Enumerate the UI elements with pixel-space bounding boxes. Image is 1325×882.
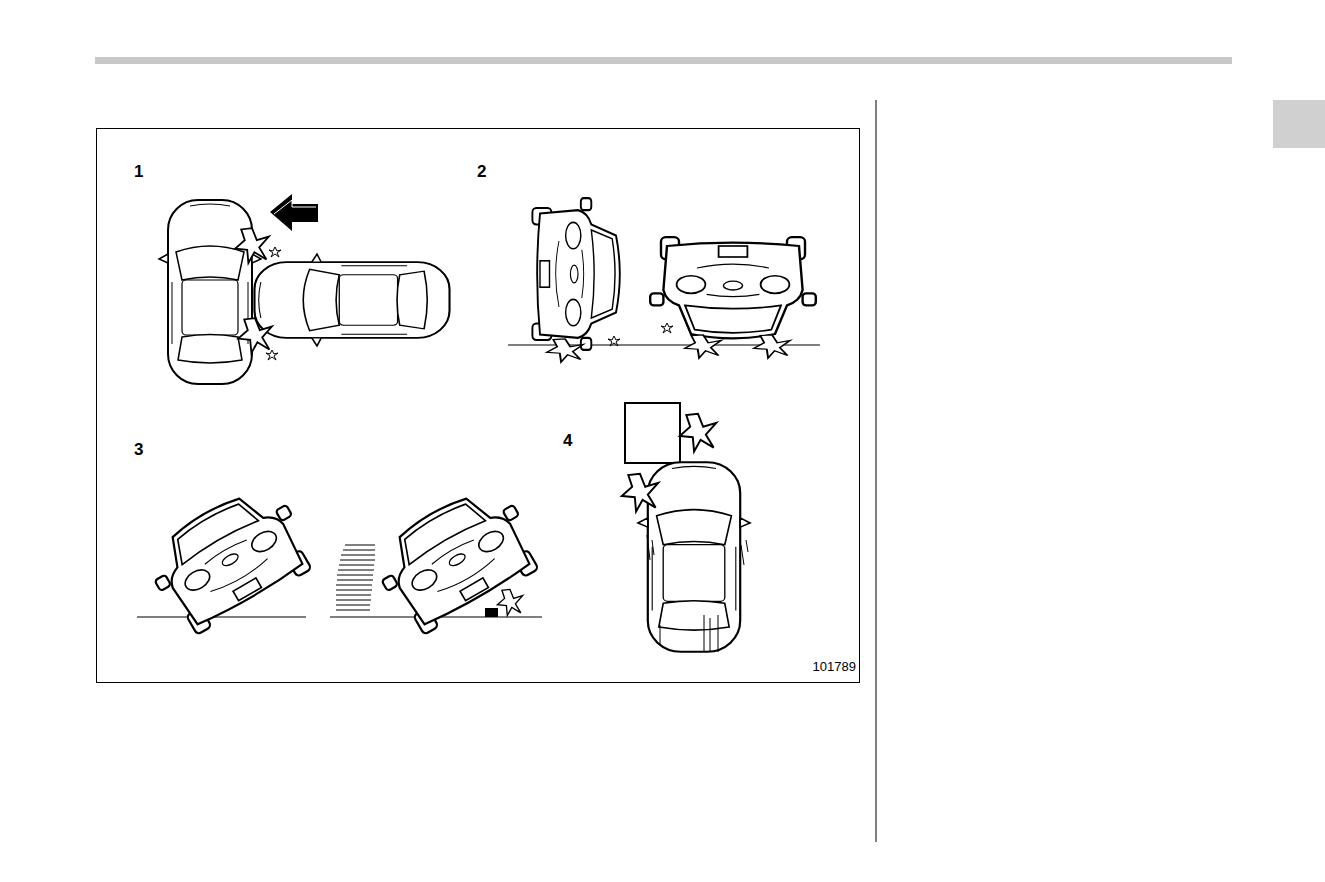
- drawing-use: [159, 200, 261, 384]
- drawing-use: [754, 335, 790, 358]
- header-bar: [95, 57, 1232, 64]
- thumb-tab: [1273, 100, 1325, 148]
- drawing-path: [270, 194, 318, 231]
- drawing-use: [497, 589, 522, 615]
- figure-id: 101789: [813, 660, 856, 673]
- drawing-rect: [625, 403, 680, 463]
- drawing-line: [336, 600, 371, 601]
- drawing-line: [339, 565, 374, 566]
- drawing-use: [266, 350, 278, 360]
- figure-frame: [97, 129, 860, 683]
- drawing-line: [336, 610, 370, 611]
- drawing-use: [254, 254, 449, 346]
- drawing-line: [704, 615, 705, 652]
- drawing-use: [661, 323, 673, 333]
- drawing-line: [343, 550, 375, 551]
- drawing-use: [608, 336, 620, 346]
- drawing-use: [138, 476, 320, 640]
- panel-number: 2: [477, 163, 486, 180]
- panel-number: 1: [134, 163, 143, 180]
- panel-side-impact: [159, 194, 450, 384]
- drawing-line: [345, 545, 375, 546]
- panel-tilt: [137, 476, 547, 640]
- drawing-use: [365, 476, 547, 640]
- drawing-line: [647, 535, 650, 560]
- drawing-line: [710, 618, 711, 652]
- drawing-line: [336, 585, 372, 586]
- drawing-line: [652, 540, 654, 555]
- drawing-line: [337, 580, 373, 581]
- drawing-path: [274, 200, 316, 214]
- drawing-line: [137, 616, 306, 617]
- drawing-line: [336, 590, 372, 591]
- panel-rollover: [508, 198, 820, 362]
- panel-number: 3: [134, 441, 143, 458]
- drawing-use: [638, 462, 750, 652]
- drawing-line: [337, 575, 373, 576]
- drawing-use: [650, 237, 816, 338]
- drawing-g: [336, 545, 375, 610]
- drawing-use: [685, 335, 721, 358]
- drawing-use: [238, 318, 272, 353]
- drawing-use: [269, 247, 281, 257]
- column-rule: [876, 100, 877, 842]
- panel-front-impact: [622, 403, 750, 652]
- drawing-line: [741, 545, 744, 565]
- drawing-g: [647, 535, 748, 652]
- drawing-use: [680, 414, 716, 452]
- drawing-line: [338, 570, 374, 571]
- drawing-line: [718, 615, 719, 652]
- drawing-line: [336, 595, 371, 596]
- drawing-use: [235, 228, 269, 263]
- drawing-line: [340, 560, 375, 561]
- drawing-use: [622, 474, 658, 512]
- drawing-line: [746, 540, 748, 552]
- drawing-line: [341, 555, 375, 556]
- drawing-use: [532, 198, 619, 350]
- drawing-line: [336, 605, 370, 606]
- drawing-rect: [485, 608, 498, 617]
- drawing-use: [547, 339, 583, 362]
- drawing-line: [660, 625, 661, 645]
- panel-number: 4: [563, 432, 572, 449]
